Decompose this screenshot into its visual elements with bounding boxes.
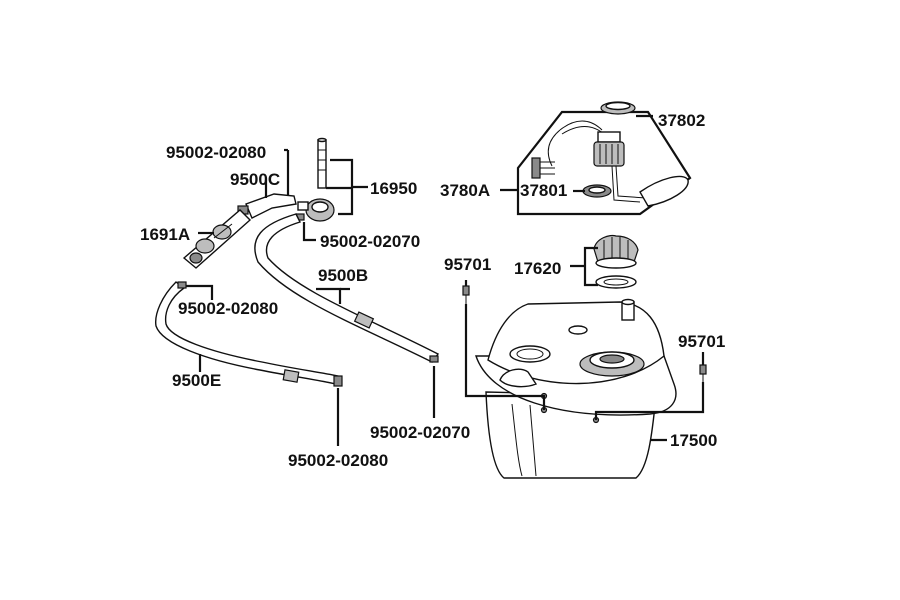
label-9500c: 9500C xyxy=(230,170,280,189)
label-17500: 17500 xyxy=(670,431,717,450)
label-95002-02070-bot: 95002-02070 xyxy=(370,423,470,442)
label-95002-02080-top: 95002-02080 xyxy=(166,143,266,162)
leader-95701-right xyxy=(594,382,705,420)
float-arm xyxy=(611,165,641,203)
fuel-cap-gasket xyxy=(595,275,637,289)
fuel-cap xyxy=(593,234,639,263)
label-95002-02080-mid: 95002-02080 xyxy=(178,299,278,318)
label-95002-02080-bot: 95002-02080 xyxy=(288,451,388,470)
label-17620: 17620 xyxy=(514,259,561,278)
sender-unit-body xyxy=(593,131,625,167)
label-37801: 37801 xyxy=(520,181,567,200)
sender-wire xyxy=(559,120,603,131)
leader-95002-02080-mid xyxy=(186,284,214,300)
float xyxy=(639,175,689,207)
hose-9500e xyxy=(155,281,343,446)
filler-neck xyxy=(579,351,645,377)
label-95701-left: 95701 xyxy=(444,255,491,274)
leader-16950 xyxy=(326,158,368,216)
leader-95701-left xyxy=(464,304,546,410)
hose-9500b xyxy=(254,213,440,418)
fuel-sender-group-outline xyxy=(516,110,692,216)
label-9500b: 9500B xyxy=(318,266,368,285)
hose-fitting-9500c xyxy=(237,193,297,219)
label-95002-02070-top: 95002-02070 xyxy=(320,232,420,251)
valve-stem xyxy=(317,139,327,189)
fuel-sender-assembly xyxy=(500,101,692,216)
fuel-filter-1691a xyxy=(182,209,252,269)
fuel-cap-assembly xyxy=(570,234,639,289)
fuel-valve-assembly xyxy=(182,137,368,269)
leader-17620 xyxy=(570,246,598,287)
label-16950: 16950 xyxy=(370,179,417,198)
bolt-95701-left xyxy=(462,280,546,410)
label-95701-right: 95701 xyxy=(678,332,725,351)
label-3780a: 3780A xyxy=(440,181,490,200)
label-9500e: 9500E xyxy=(172,371,221,390)
label-37802: 37802 xyxy=(658,111,705,130)
leader-95002-02070-top xyxy=(302,222,316,242)
bolt-95701-right xyxy=(594,352,707,420)
label-1691a: 1691A xyxy=(140,225,190,244)
leader-9500b xyxy=(316,287,342,304)
vent-pipe xyxy=(621,298,635,321)
fuel-tank xyxy=(475,298,677,479)
sender-opening xyxy=(509,345,551,363)
sender-cap-ring xyxy=(600,101,636,115)
sender-gasket xyxy=(582,184,612,198)
